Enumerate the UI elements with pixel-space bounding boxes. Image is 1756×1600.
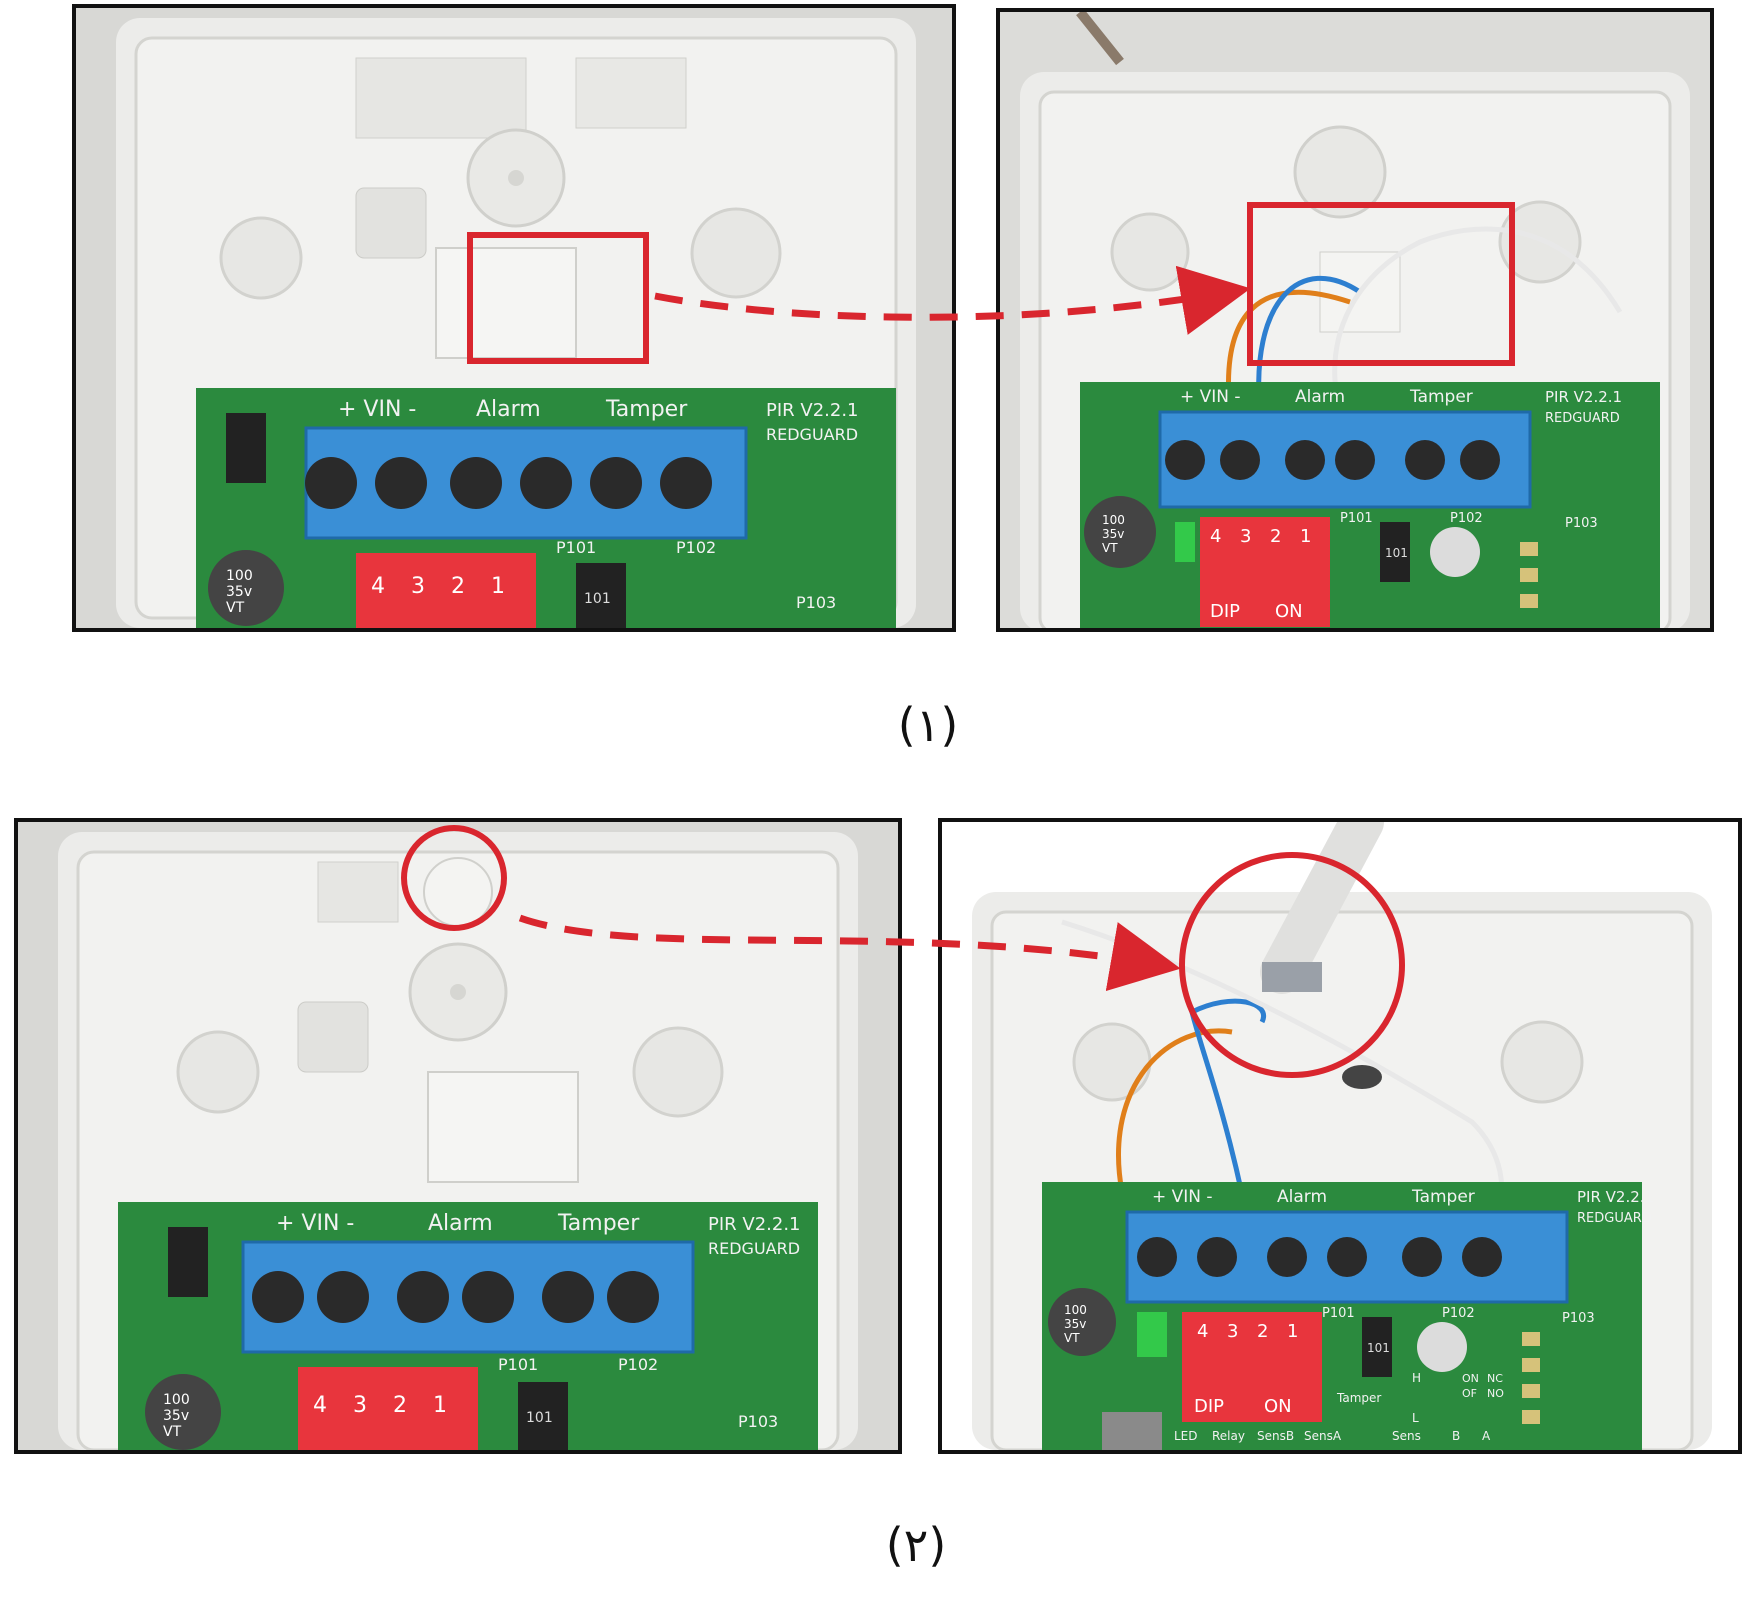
enclosure-scene <box>18 822 898 1450</box>
dip-switch <box>356 553 536 628</box>
enclosure-wired-scene <box>1000 12 1710 628</box>
enclosure-wired-scene <box>942 822 1738 1450</box>
panel2-right-photo: + VIN - Alarm Tamper PIR V2.2.1 REDGUARD… <box>938 818 1742 1454</box>
terminal-block <box>1125 1210 1569 1304</box>
terminal-block <box>241 1240 695 1354</box>
panel2-left-photo: + VIN - Alarm Tamper PIR V2.2.1 REDGUARD… <box>14 818 902 1454</box>
dip-switch <box>1200 517 1330 627</box>
dip-switch <box>1182 1312 1322 1422</box>
panel1-right-photo: + VIN - Alarm Tamper PIR V2.2.1 REDGUARD… <box>996 8 1714 632</box>
panel1-left-photo: + VIN - Alarm Tamper PIR V2.2.1 REDGUARD… <box>72 4 956 632</box>
caption-panel-1: (۱) <box>897 698 959 752</box>
enclosure-scene <box>76 8 952 628</box>
terminal-block <box>1158 410 1532 509</box>
terminal-block <box>304 426 748 540</box>
dip-switch <box>298 1367 478 1450</box>
caption-panel-2: (۲) <box>885 1518 947 1572</box>
